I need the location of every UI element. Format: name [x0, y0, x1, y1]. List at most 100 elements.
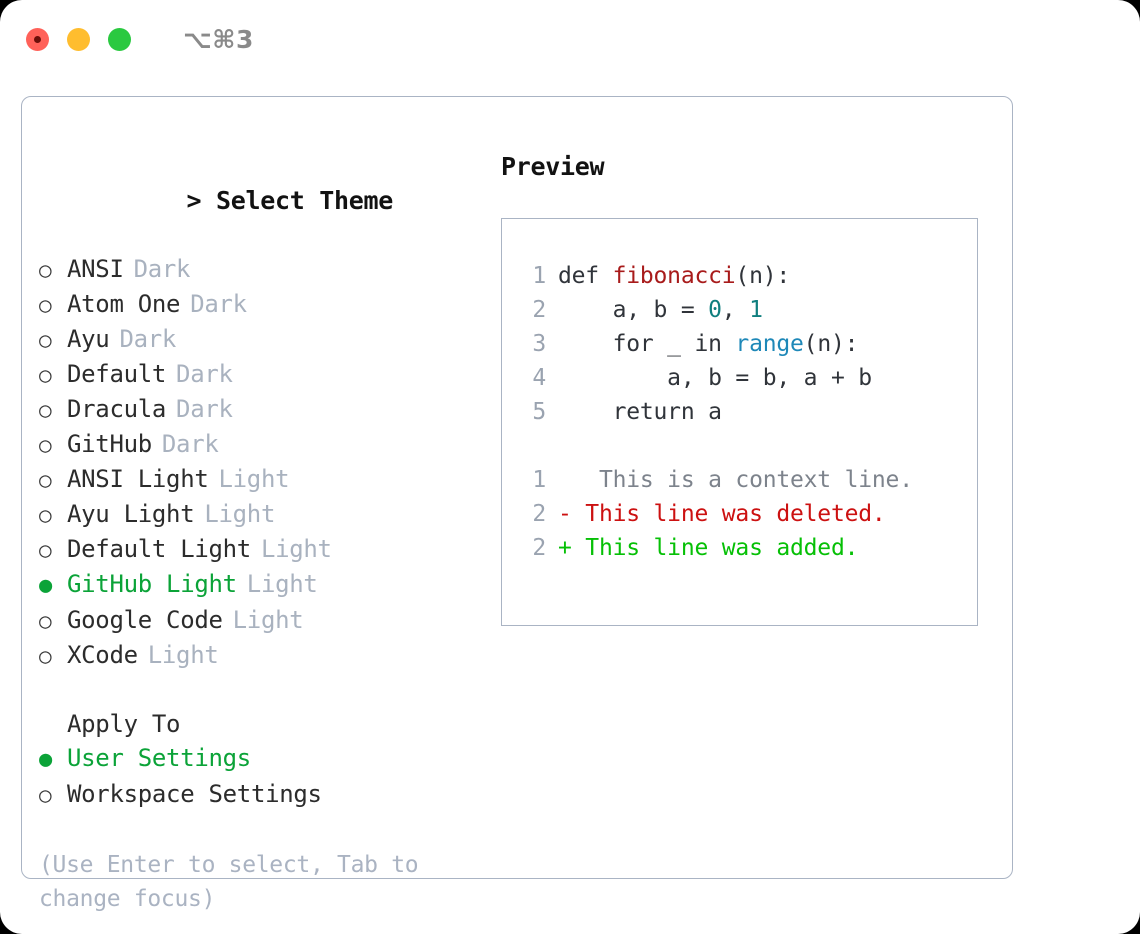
- code-token: 1: [749, 297, 763, 323]
- diff-line-content: This is a context line.: [571, 467, 913, 493]
- theme-name: GitHub: [67, 430, 152, 458]
- radio-unselected-icon: ○: [39, 468, 52, 492]
- code-line-content: for _ in range(n):: [558, 327, 859, 361]
- diff-line: 1 This is a context line.: [518, 463, 977, 497]
- line-number: 2: [532, 535, 546, 561]
- code-line-content: def fibonacci(n):: [558, 259, 790, 293]
- theme-list-item[interactable]: ○ Ayu Light Light: [39, 497, 469, 532]
- code-line: 2 a, b = 0, 1: [518, 293, 977, 327]
- radio-unselected-icon: ○: [39, 538, 52, 562]
- radio-selected-icon: ●: [39, 747, 52, 772]
- title-bar: ⌥⌘3: [0, 0, 1140, 78]
- theme-name: GitHub Light: [67, 570, 237, 598]
- code-line: 5 return a: [518, 395, 977, 429]
- diff-line-content: This line was added.: [571, 535, 859, 561]
- apply-to-heading: Apply To: [67, 710, 181, 738]
- theme-name: Default: [67, 360, 167, 388]
- apply-to-label: Workspace Settings: [67, 780, 322, 808]
- code-line-content: a, b = b, a + b: [558, 361, 872, 395]
- keyboard-shortcut-label: ⌥⌘3: [183, 24, 254, 54]
- theme-kind-label: Dark: [190, 290, 247, 318]
- code-token: ,: [721, 297, 750, 323]
- theme-name: Atom One: [67, 290, 181, 318]
- theme-kind-label: Dark: [176, 395, 233, 423]
- theme-kind-label: Light: [232, 606, 304, 634]
- code-token: a, b = b, a + b: [558, 365, 872, 391]
- theme-list-item[interactable]: ● GitHub Light Light: [39, 567, 469, 603]
- code-token: range: [735, 331, 804, 357]
- radio-unselected-icon: ○: [39, 609, 52, 633]
- theme-list-item[interactable]: ○ ANSI Dark: [39, 252, 469, 287]
- theme-kind-label: Light: [147, 641, 219, 669]
- radio-unselected-icon: ○: [39, 328, 52, 352]
- code-line: 1 def fibonacci(n):: [518, 259, 977, 293]
- zoom-button[interactable]: [108, 27, 131, 51]
- theme-kind-label: Light: [260, 535, 332, 563]
- diff-line-content: This line was deleted.: [571, 501, 886, 527]
- window-controls: [26, 27, 131, 51]
- theme-name: ANSI Light: [67, 465, 209, 493]
- list-spacer: [39, 673, 469, 707]
- theme-kind-label: Light: [204, 500, 276, 528]
- radio-unselected-icon: ○: [39, 503, 52, 527]
- diff-marker: -: [558, 501, 572, 527]
- theme-name: Ayu: [67, 325, 110, 353]
- apply-to-option[interactable]: ○ Workspace Settings: [39, 777, 469, 812]
- code-line: 3 for _ in range(n):: [518, 327, 977, 361]
- theme-list-item[interactable]: ○ ANSI Light Light: [39, 462, 469, 497]
- line-number: 4: [532, 365, 546, 391]
- radio-selected-icon: ●: [39, 573, 52, 598]
- radio-unselected-icon: ○: [39, 783, 52, 807]
- line-number: 1: [532, 263, 546, 289]
- keyboard-hint: (Use Enter to select, Tab to change focu…: [39, 852, 419, 912]
- theme-name: Dracula: [67, 395, 167, 423]
- theme-kind-label: Light: [246, 570, 318, 598]
- apply-to-list: ●User Settings ○ Workspace Settings: [39, 741, 469, 812]
- page-title: Select Theme: [216, 186, 394, 215]
- theme-name: ANSI: [67, 255, 124, 283]
- theme-name: Google Code: [67, 606, 223, 634]
- code-token: 0: [708, 297, 722, 323]
- code-line-content: a, b = 0, 1: [558, 293, 763, 327]
- line-number: 5: [532, 399, 546, 425]
- theme-kind-label: Light: [218, 465, 290, 493]
- minimize-button[interactable]: [67, 27, 90, 51]
- code-line-content: return a: [558, 395, 722, 429]
- code-token: return a: [558, 399, 722, 425]
- select-theme-heading: > Select Theme: [39, 150, 469, 252]
- prompt-caret: >: [186, 186, 217, 215]
- theme-name: Ayu Light: [67, 500, 195, 528]
- apply-to-option[interactable]: ●User Settings: [39, 741, 469, 777]
- theme-kind-label: Dark: [119, 325, 177, 353]
- line-number: 3: [532, 331, 546, 357]
- diff-line: 2+ This line was added.: [518, 531, 977, 565]
- theme-list-item[interactable]: ○ Ayu Dark: [39, 322, 469, 357]
- radio-unselected-icon: ○: [39, 433, 52, 457]
- theme-name: XCode: [67, 641, 138, 669]
- theme-list-item[interactable]: ○ Google Code Light: [39, 603, 469, 638]
- radio-unselected-icon: ○: [39, 258, 52, 282]
- code-token: for _ in: [558, 331, 736, 357]
- line-number: 2: [532, 297, 546, 323]
- line-number: 1: [532, 467, 546, 493]
- radio-unselected-icon: ○: [39, 363, 52, 387]
- diff-marker: [558, 463, 572, 497]
- theme-name: Default Light: [67, 535, 251, 563]
- theme-kind-label: Dark: [133, 255, 191, 283]
- theme-list-item[interactable]: ○ Default Light Light: [39, 532, 469, 567]
- close-button[interactable]: [26, 27, 49, 51]
- code-token: def: [558, 263, 613, 289]
- diff-sample: 1 This is a context line. 2- This line wa…: [518, 463, 977, 565]
